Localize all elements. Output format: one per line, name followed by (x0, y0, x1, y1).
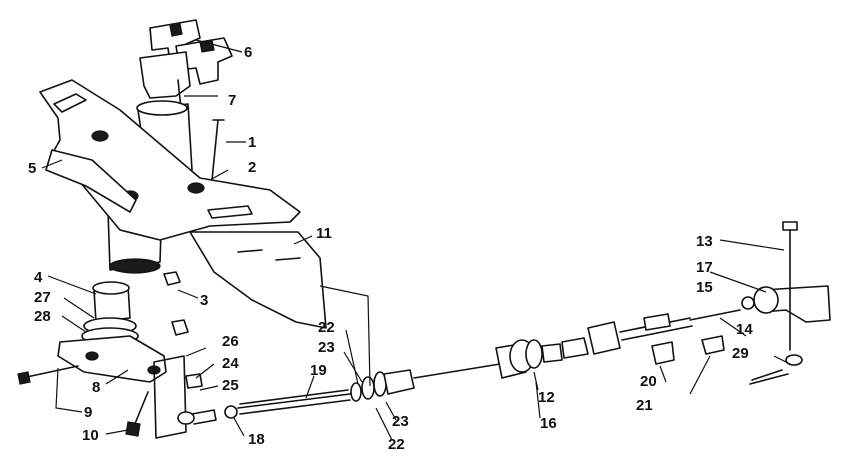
leader-lines (41, 39, 791, 441)
callout-10: 10 (82, 427, 99, 444)
callout-23b: 23 (392, 413, 409, 430)
bracket (189, 231, 327, 329)
nut (185, 373, 203, 389)
fitting (350, 382, 362, 402)
callout-21: 21 (636, 397, 653, 414)
nut (171, 319, 189, 336)
callout-3: 3 (200, 292, 208, 309)
steering-post-assembly (17, 19, 327, 437)
callout-11: 11 (316, 225, 332, 242)
callout-8: 8 (92, 379, 100, 396)
fitting (701, 335, 725, 355)
clevis-pin (782, 221, 798, 351)
threaded-rod (237, 393, 351, 409)
callout-22a: 22 (318, 319, 335, 336)
callout-19: 19 (310, 362, 327, 379)
callout-14: 14 (736, 321, 753, 338)
bushing (92, 281, 131, 323)
callout-20: 20 (640, 373, 657, 390)
mounting-plate (39, 79, 301, 241)
fitting (651, 341, 675, 365)
callout-5: 5 (28, 160, 36, 177)
callout-labels: 1 2 3 4 5 6 7 8 9 10 11 12 13 14 15 16 1… (28, 44, 753, 453)
callout-29: 29 (732, 345, 749, 362)
cable-housing (495, 309, 741, 379)
cotter-pin (749, 369, 789, 385)
callout-23a: 23 (318, 339, 335, 356)
clevis (753, 285, 831, 323)
washer-plate (153, 355, 187, 439)
screw (211, 119, 225, 181)
callout-16: 16 (540, 415, 557, 432)
callout-22b: 22 (388, 436, 405, 453)
callout-1: 1 (248, 134, 256, 151)
callout-4: 4 (34, 269, 43, 286)
callout-9: 9 (84, 404, 92, 421)
fitting (361, 376, 375, 400)
callout-13: 13 (696, 233, 713, 250)
long-bolt (21, 365, 79, 379)
callout-28: 28 (34, 308, 51, 325)
callout-26: 26 (222, 333, 239, 350)
callout-12: 12 (538, 389, 555, 406)
callout-6: 6 (244, 44, 252, 61)
tie-rod-assembly (153, 221, 831, 439)
callout-17: 17 (696, 259, 713, 276)
callout-7: 7 (228, 92, 236, 109)
callout-18: 18 (248, 431, 265, 448)
callout-27: 27 (34, 289, 51, 306)
callout-25: 25 (222, 377, 239, 394)
jam-nut (224, 405, 238, 419)
short-bolt (133, 391, 149, 427)
callout-24: 24 (222, 355, 239, 372)
washer (741, 296, 755, 310)
steering-arm (57, 335, 167, 383)
nut (163, 271, 181, 286)
callout-15: 15 (696, 279, 713, 296)
callout-2: 2 (248, 159, 256, 176)
rod-end (177, 409, 217, 425)
handlebar-clamp (139, 19, 233, 99)
washer (785, 354, 803, 366)
